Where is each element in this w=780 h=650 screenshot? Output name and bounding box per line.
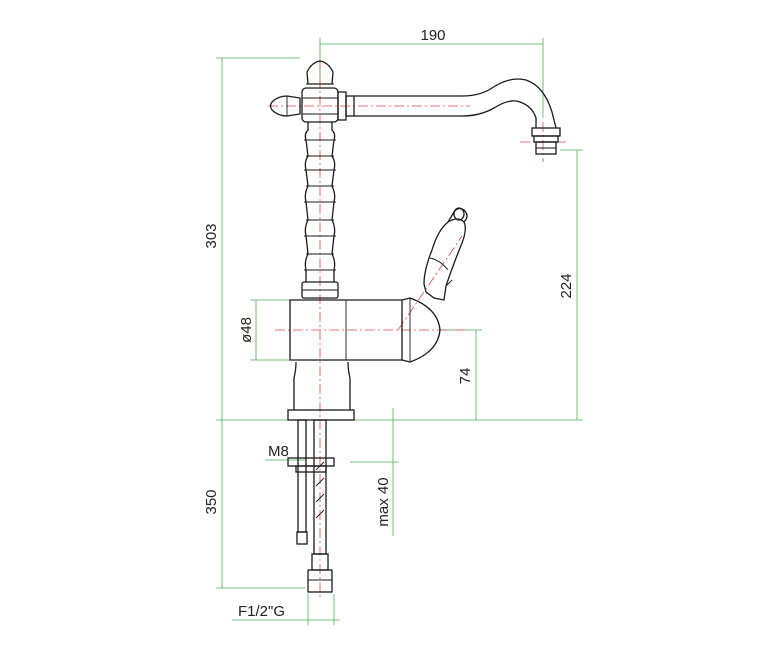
center-lines	[268, 60, 566, 598]
base-flange	[287, 409, 355, 421]
dimension-lines	[216, 38, 583, 625]
dim-thread: M8	[268, 443, 289, 460]
dim-total-height: 303	[203, 223, 220, 248]
hose-left	[297, 419, 307, 533]
dim-connection: F1/2"G	[238, 603, 285, 620]
top-finial	[306, 60, 334, 85]
dim-max-deck: max 40	[375, 477, 392, 526]
dim-hose-length: 350	[203, 489, 220, 514]
column	[304, 122, 336, 282]
lever-handle	[423, 218, 466, 301]
dimension-labels: 190 303 224 ø48 74 M8 max 40 350 F1/2"G	[203, 27, 575, 620]
spout-arm	[354, 78, 557, 129]
left-cap	[269, 95, 301, 117]
dim-spout-reach: 190	[420, 27, 445, 44]
dim-body-diameter: ø48	[238, 317, 255, 343]
mounting-plate	[287, 457, 335, 467]
lower-stem	[293, 361, 351, 410]
dim-spout-height: 224	[558, 273, 575, 298]
aerator	[531, 127, 561, 137]
faucet-outline	[269, 60, 561, 593]
cartridge-dome	[401, 297, 441, 363]
dim-lever-height: 74	[457, 368, 474, 385]
